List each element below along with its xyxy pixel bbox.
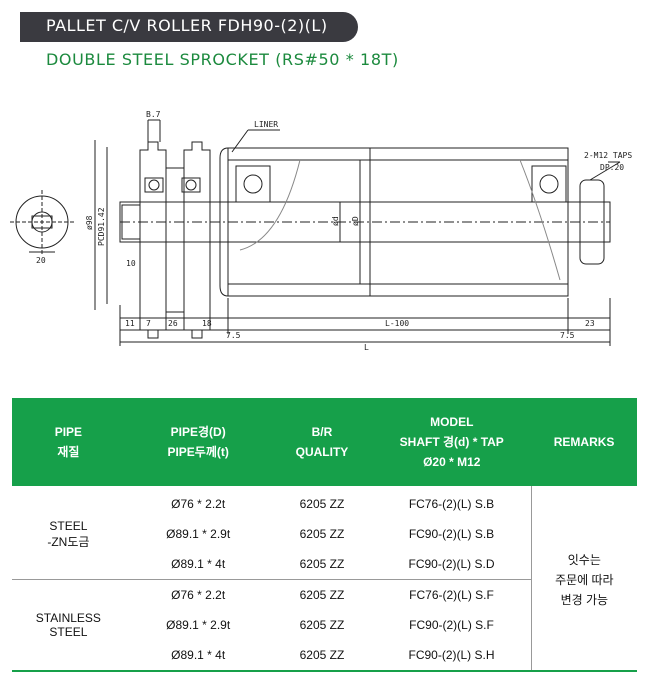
material-cell: STEEL -ZN도금 bbox=[47, 518, 90, 549]
dim-18: 18 bbox=[202, 319, 212, 328]
br-cell: 6205 ZZ bbox=[271, 579, 373, 610]
dim-l100: L-100 bbox=[385, 319, 409, 328]
sprocket-1 bbox=[139, 141, 167, 339]
model-cell: FC76-(2)(L) S.B bbox=[408, 497, 495, 511]
model-cell: FC90-(2)(L) S.H bbox=[372, 640, 532, 672]
br-cell: 6205 ZZ bbox=[299, 618, 345, 632]
label-dp: DP.20 bbox=[600, 163, 624, 172]
dim-11: 11 bbox=[125, 319, 135, 328]
size-cell: Ø89.1 * 4t bbox=[124, 640, 272, 672]
dim-7-5-left: 7.5 bbox=[226, 331, 241, 340]
dim-l: L bbox=[364, 343, 369, 352]
end-nut bbox=[579, 179, 605, 265]
model-cell: FC90-(2)(L) S.D bbox=[408, 557, 495, 571]
dim-od: ø98 bbox=[85, 215, 94, 230]
br-cell: 6205 ZZ bbox=[299, 527, 345, 541]
header-pipe: PIPE 재질 bbox=[12, 398, 125, 486]
dim-end20: 20 bbox=[36, 256, 46, 265]
header-remarks: REMARKS bbox=[531, 398, 637, 486]
sprocket-2 bbox=[183, 141, 211, 339]
br-cell: 6205 ZZ bbox=[299, 557, 345, 571]
page-title: PALLET C/V ROLLER FDH90-(2)(L) bbox=[46, 16, 328, 35]
dim-7: 7 bbox=[146, 319, 151, 328]
model-cell: FC90-(2)(L) S.B bbox=[408, 527, 495, 541]
page-subtitle: DOUBLE STEEL SPROCKET (RS#50 * 18T) bbox=[46, 50, 399, 69]
header-pipe-size: PIPE경(D) PIPE두께(t) bbox=[124, 398, 272, 486]
size-cell: Ø76 * 2.2t bbox=[124, 579, 272, 610]
model-cell: FC76-(2)(L) S.F bbox=[372, 579, 532, 610]
table-row: Ø89.1 * 2.9t 6205 ZZ FC90-(2)(L) S.B bbox=[12, 519, 637, 549]
technical-drawing: B.7 LINER 2-M12 TAPS DP.20 ø98 PCD91.42 … bbox=[0, 90, 647, 370]
remarks-cell: 잇수는 주문에 따라 변경 가능 bbox=[530, 486, 637, 672]
spec-table: PIPE 재질 PIPE경(D) PIPE두께(t) B/R QUALITY M… bbox=[12, 398, 637, 672]
table-row: STEEL -ZN도금 Ø76 * 2.2t 6205 ZZ FC76-(2)(… bbox=[12, 486, 637, 672]
table-row: Ø89.1 * 4t 6205 ZZ FC90-(2)(L) S.H bbox=[12, 640, 637, 672]
br-cell: 6205 ZZ bbox=[299, 497, 345, 511]
dim-23: 23 bbox=[585, 319, 595, 328]
dim-b7: B.7 bbox=[146, 110, 161, 119]
dim-pcd: PCD91.42 bbox=[97, 207, 106, 246]
header-model: MODEL SHAFT 경(d) * TAP Ø20 * M12 bbox=[372, 398, 532, 486]
model-cell: FC90-(2)(L) S.F bbox=[409, 618, 494, 632]
size-cell: Ø89.1 * 2.9t bbox=[166, 618, 231, 632]
dim-ten: 10 bbox=[126, 259, 136, 268]
table-row: Ø89.1 * 2.9t 6205 ZZ FC90-(2)(L) S.F bbox=[12, 610, 637, 640]
br-cell: 6205 ZZ bbox=[271, 640, 373, 672]
dim-7-5-right: 7.5 bbox=[560, 331, 575, 340]
bearing-left bbox=[235, 165, 271, 203]
title-bar bbox=[20, 12, 358, 42]
size-cell: Ø89.1 * 4t bbox=[171, 557, 226, 571]
header-br-quality: B/R QUALITY bbox=[271, 398, 373, 486]
dim-pipe-d: øD bbox=[351, 216, 360, 226]
label-taps: 2-M12 TAPS bbox=[584, 151, 632, 160]
pipe-body bbox=[227, 147, 569, 297]
bearing-right bbox=[531, 165, 567, 203]
roller-drawing-svg: B.7 LINER 2-M12 TAPS DP.20 ø98 PCD91.42 … bbox=[10, 110, 632, 352]
dim-26: 26 bbox=[168, 319, 178, 328]
size-cell: Ø89.1 * 2.9t bbox=[166, 527, 231, 541]
material-cell: STAINLESS STEEL bbox=[12, 579, 125, 672]
table-row: Ø89.1 * 4t 6205 ZZ FC90-(2)(L) S.D bbox=[12, 549, 637, 580]
size-cell: Ø76 * 2.2t bbox=[171, 497, 226, 511]
label-liner: LINER bbox=[254, 120, 278, 129]
spec-table-header: PIPE 재질 PIPE경(D) PIPE두께(t) B/R QUALITY M… bbox=[12, 398, 637, 486]
table-row: STAINLESS STEEL Ø76 * 2.2t 6205 ZZ FC76-… bbox=[12, 579, 637, 672]
dim-shaft-d: ød bbox=[331, 216, 340, 226]
